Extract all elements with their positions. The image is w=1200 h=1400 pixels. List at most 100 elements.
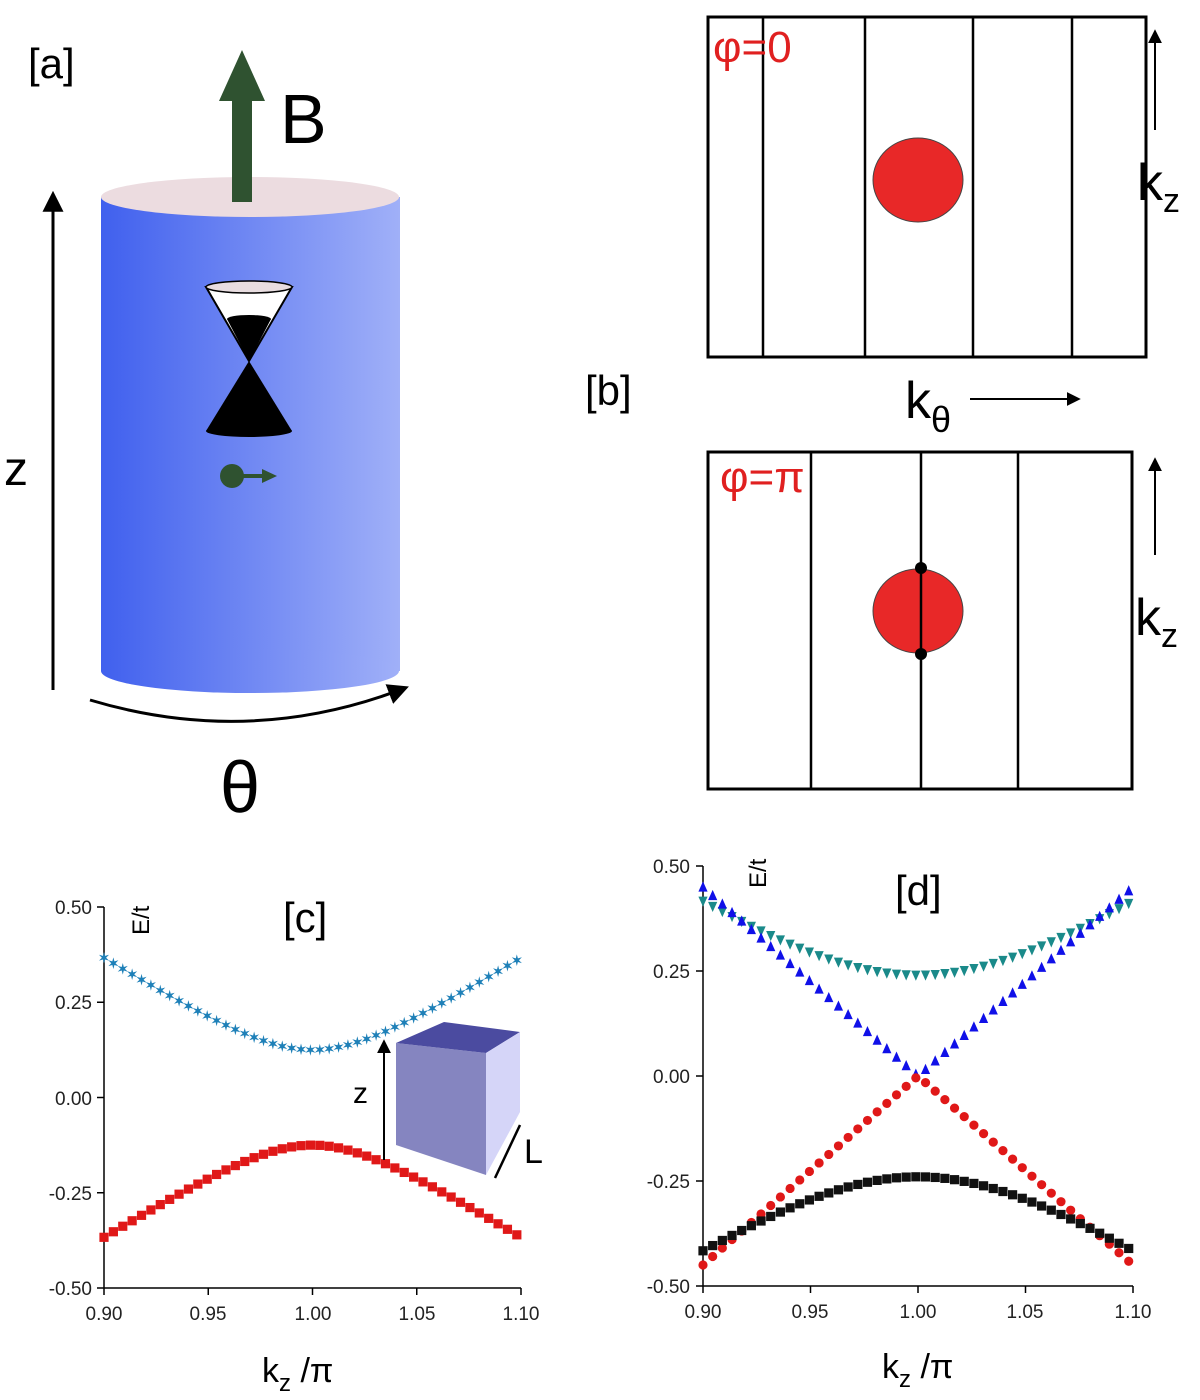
data-point [221, 1165, 231, 1175]
data-point [343, 1145, 353, 1155]
data-point [127, 1216, 137, 1226]
data-point [408, 1012, 419, 1024]
data-point [296, 1043, 307, 1056]
data-point [698, 1260, 708, 1270]
data-point [1095, 1228, 1105, 1238]
data-point [1114, 893, 1124, 904]
data-point [804, 947, 815, 958]
cube-top [396, 1022, 520, 1053]
data-point [891, 1173, 902, 1183]
panel-a: [a] B z θ [4, 40, 409, 828]
data-point [717, 1235, 727, 1246]
data-point [775, 1207, 785, 1217]
data-point [296, 1141, 306, 1151]
data-point [833, 1141, 844, 1151]
data-point [978, 1012, 989, 1023]
data-point [862, 965, 873, 976]
data-point [872, 1034, 882, 1045]
data-point [969, 1120, 979, 1130]
data-point [882, 1174, 892, 1184]
x-tick-label: 0.95 [792, 1302, 829, 1323]
data-point [766, 940, 776, 952]
data-point [746, 1221, 756, 1231]
data-point [872, 1175, 882, 1185]
data-point [833, 957, 844, 968]
theta-arrow [89, 684, 409, 723]
data-point [737, 1225, 747, 1236]
data-point [277, 1040, 288, 1052]
data-point [901, 1060, 911, 1071]
data-point [911, 1073, 921, 1083]
data-point [998, 995, 1008, 1006]
data-point [824, 1149, 834, 1160]
data-point [512, 1230, 522, 1240]
x-axis-label-d: kz /π [882, 1348, 953, 1393]
data-point [891, 969, 902, 980]
cylinder [101, 177, 400, 693]
data-point [766, 1200, 776, 1211]
data-point [698, 881, 708, 892]
data-point [872, 1107, 882, 1117]
y-tick-label: 0.50 [653, 857, 690, 878]
z-axis-label: z [4, 443, 28, 496]
data-point [193, 1179, 203, 1189]
data-point [1046, 937, 1056, 948]
y-axis-label-d: E/t [745, 858, 772, 888]
y-tick-label: 0.00 [653, 1067, 690, 1088]
data-point [1008, 987, 1018, 998]
data-point [1037, 1180, 1047, 1190]
data-point [901, 1172, 911, 1182]
data-point [1066, 1205, 1076, 1215]
data-point [436, 997, 447, 1009]
data-point [843, 1132, 853, 1143]
data-point [988, 1004, 998, 1015]
data-point [795, 1175, 805, 1185]
data-point [940, 969, 950, 980]
data-point [969, 1021, 979, 1032]
kz-label-top: kz [1137, 154, 1180, 220]
panel-c-label: [c] [283, 894, 327, 941]
field-arrow-head [219, 50, 265, 101]
data-point [146, 1205, 156, 1215]
data-point [371, 1029, 382, 1041]
data-point [882, 1042, 892, 1054]
data-point [1046, 1188, 1056, 1198]
data-point [108, 957, 119, 969]
data-point [746, 923, 756, 935]
data-point [305, 1044, 316, 1056]
data-point [949, 967, 960, 978]
data-point [949, 1103, 960, 1113]
data-point [446, 992, 457, 1004]
data-point [380, 1025, 391, 1038]
inset-l-label: L [524, 1133, 543, 1171]
data-point [978, 1181, 989, 1191]
panel-b: [b] φ=0 kz kθ φ=π kz [585, 15, 1180, 791]
spin-icon [220, 464, 277, 488]
data-point [911, 1172, 921, 1182]
data-point [785, 939, 795, 950]
data-point [1124, 1256, 1134, 1266]
bz-top: φ=0 [706, 15, 1148, 359]
data-point [277, 1144, 287, 1154]
data-point [493, 1219, 503, 1229]
data-point [1085, 1223, 1095, 1233]
data-point [136, 1210, 147, 1220]
data-point [804, 1166, 815, 1177]
data-point [240, 1156, 250, 1167]
data-point [174, 995, 185, 1007]
data-point [117, 963, 128, 975]
data-point [785, 1183, 795, 1194]
panel-b-label: [b] [585, 367, 632, 414]
data-point [737, 915, 747, 926]
data-point [1027, 1171, 1037, 1181]
y-tick-label: -0.25 [647, 1172, 690, 1193]
data-point [717, 906, 727, 918]
panel-d-label: [d] [895, 867, 942, 914]
data-point [1037, 961, 1047, 972]
cube-side [486, 1032, 520, 1175]
data-point [202, 1010, 213, 1022]
data-point [717, 1243, 727, 1253]
data-point [145, 979, 156, 991]
kz-label-bottom: kz [1135, 589, 1178, 655]
data-point [474, 1208, 484, 1218]
